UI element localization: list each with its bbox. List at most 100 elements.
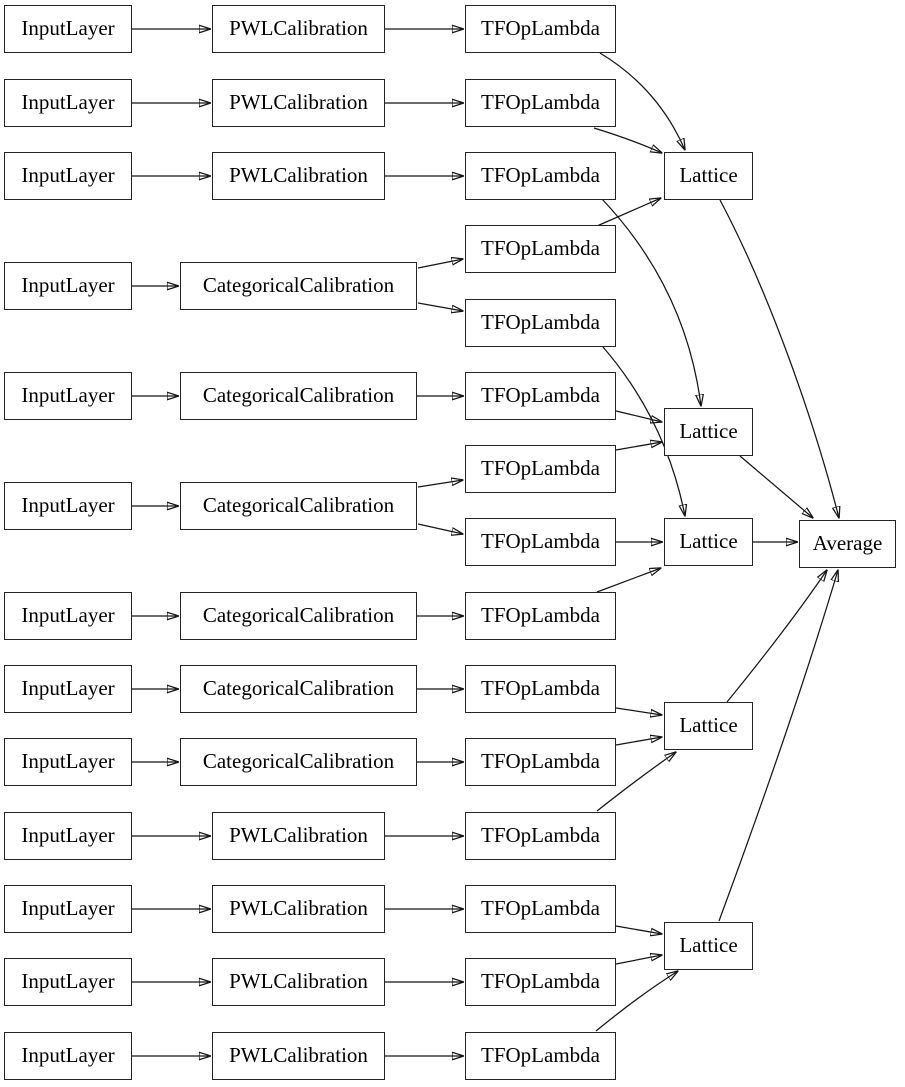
node-calib-7: CategoricalCalibration [180,592,417,640]
node-average: Average [799,520,896,568]
edge-tfop-7-to-lattice-2 [615,442,662,451]
node-input-10: InputLayer [4,812,132,860]
node-tfop-12: TFOpLambda [465,812,616,860]
edge-lattice-1-to-average [719,199,839,518]
node-tfop-9: TFOpLambda [465,592,616,640]
node-tfop-5: TFOpLambda [465,299,616,347]
node-label: CategoricalCalibration [202,675,395,700]
node-tfop-10: TFOpLambda [465,665,616,713]
node-label: TFOpLambda [481,748,600,773]
node-tfop-15: TFOpLambda [465,1032,616,1080]
node-input-1: InputLayer [4,5,132,53]
node-calib-13: PWLCalibration [212,1032,385,1080]
node-tfop-14: TFOpLambda [465,958,616,1006]
node-label: InputLayer [21,272,115,297]
edge-lattice-4-to-average [726,570,827,703]
node-input-3: InputLayer [4,152,132,200]
node-label: PWLCalibration [229,895,368,920]
node-tfop-4: TFOpLambda [465,225,616,273]
node-label: TFOpLambda [481,822,600,847]
node-calib-8: CategoricalCalibration [180,665,417,713]
node-label: TFOpLambda [481,89,600,114]
edge-tfop-12-to-lattice-4 [596,752,676,812]
node-label: TFOpLambda [481,309,600,334]
node-label: InputLayer [21,822,115,847]
node-calib-9: CategoricalCalibration [180,738,417,786]
node-label: InputLayer [21,89,115,114]
node-label: InputLayer [21,382,115,407]
edge-lattice-2-to-average [739,455,813,518]
node-tfop-11: TFOpLambda [465,738,616,786]
node-label: CategoricalCalibration [202,602,395,627]
node-tfop-13: TFOpLambda [465,885,616,933]
node-tfop-8: TFOpLambda [465,518,616,566]
node-input-9: InputLayer [4,738,132,786]
node-calib-2: PWLCalibration [212,79,385,127]
node-label: CategoricalCalibration [202,272,395,297]
node-label: CategoricalCalibration [202,492,395,517]
node-label: Lattice [679,162,738,187]
node-label: TFOpLambda [481,602,600,627]
node-label: Lattice [679,418,738,443]
node-calib-10: PWLCalibration [212,812,385,860]
node-label: Lattice [679,932,738,957]
node-label: InputLayer [21,602,115,627]
edge-calib-6-to-tfop-8 [417,523,463,534]
node-input-11: InputLayer [4,885,132,933]
node-label: PWLCalibration [229,162,368,187]
edge-tfop-5-to-lattice-3 [602,346,685,516]
node-label: TFOpLambda [481,235,600,260]
node-label: PWLCalibration [229,822,368,847]
node-input-7: InputLayer [4,592,132,640]
node-label: TFOpLambda [481,162,600,187]
node-label: InputLayer [21,895,115,920]
node-label: Lattice [679,528,738,553]
edge-calib-6-to-tfop-7 [417,480,463,488]
node-tfop-6: TFOpLambda [465,372,616,420]
node-label: TFOpLambda [481,895,600,920]
node-tfop-7: TFOpLambda [465,445,616,493]
node-input-13: InputLayer [4,1032,132,1080]
node-input-6: InputLayer [4,482,132,530]
node-label: TFOpLambda [481,528,600,553]
node-input-2: InputLayer [4,79,132,127]
edge-calib-4-to-tfop-4 [417,259,463,269]
edge-tfop-1-to-lattice-1 [599,52,685,150]
node-label: InputLayer [21,675,115,700]
edge-tfop-13-to-lattice-5 [615,925,662,934]
node-input-12: InputLayer [4,958,132,1006]
edge-tfop-3-to-lattice-2 [601,198,701,406]
node-label: TFOpLambda [481,382,600,407]
node-label: PWLCalibration [229,15,368,40]
node-label: Lattice [679,712,738,737]
node-lattice-5: Lattice [664,922,753,970]
node-calib-3: PWLCalibration [212,152,385,200]
node-calib-4: CategoricalCalibration [180,262,417,310]
node-tfop-2: TFOpLambda [465,79,616,127]
node-label: PWLCalibration [229,1042,368,1067]
node-input-4: InputLayer [4,262,132,310]
node-lattice-2: Lattice [664,408,753,456]
node-label: Average [812,530,883,555]
edge-tfop-9-to-lattice-3 [596,568,661,593]
edge-tfop-2-to-lattice-1 [593,127,662,153]
edge-tfop-10-to-lattice-4 [615,707,662,715]
node-label: InputLayer [21,492,115,517]
node-label: PWLCalibration [229,968,368,993]
node-label: InputLayer [21,15,115,40]
edge-calib-4-to-tfop-5 [417,302,463,311]
node-label: CategoricalCalibration [202,748,395,773]
edge-tfop-6-to-lattice-2 [615,410,662,422]
edge-tfop-15-to-lattice-5 [595,971,678,1032]
node-lattice-3: Lattice [664,518,753,566]
node-tfop-1: TFOpLambda [465,5,616,53]
node-calib-12: PWLCalibration [212,958,385,1006]
node-label: PWLCalibration [229,89,368,114]
node-input-8: InputLayer [4,665,132,713]
node-label: CategoricalCalibration [202,382,395,407]
node-tfop-3: TFOpLambda [465,152,616,200]
node-label: InputLayer [21,1042,115,1067]
node-lattice-4: Lattice [664,702,753,750]
